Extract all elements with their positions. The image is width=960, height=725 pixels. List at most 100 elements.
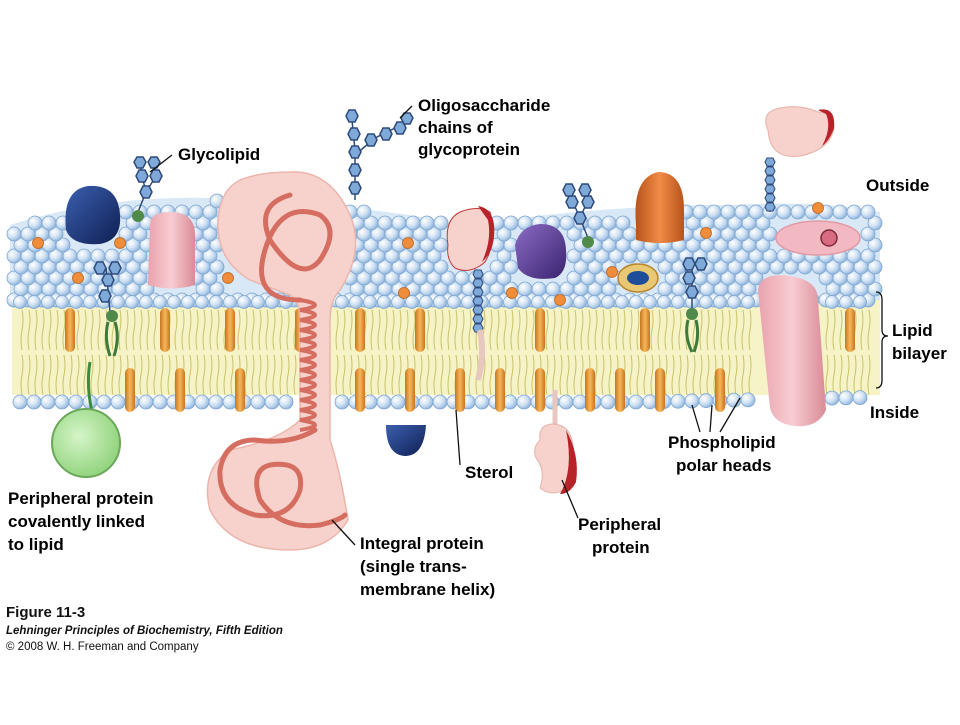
tail	[286, 354, 290, 396]
tail	[426, 309, 430, 351]
figure-number: Figure 11-3	[6, 604, 86, 621]
polar-head	[96, 394, 112, 410]
tail	[601, 354, 605, 396]
polar-head	[419, 295, 433, 309]
polar-head	[706, 204, 722, 220]
tail	[174, 309, 178, 351]
copyright: © 2008 W. H. Freeman and Company	[6, 641, 199, 653]
integral-loop-top	[259, 192, 333, 303]
sterol	[715, 368, 725, 412]
tail	[664, 354, 668, 396]
tail	[293, 354, 297, 396]
tail	[90, 309, 94, 351]
polar-head	[54, 394, 70, 410]
label-peripheral-protein: Peripheral protein	[8, 489, 153, 508]
polar-head	[356, 204, 372, 220]
sugar	[764, 184, 776, 194]
tail	[839, 309, 843, 351]
tail	[209, 309, 213, 351]
polar-head	[132, 248, 148, 264]
tail	[860, 309, 864, 351]
polar-head	[132, 270, 148, 286]
glycolipid-right-sugars	[682, 257, 708, 310]
polar-head	[222, 394, 238, 410]
polar-head	[454, 270, 470, 286]
glycolipid-right-head	[686, 308, 698, 320]
polar-head	[502, 394, 518, 410]
tail	[825, 309, 829, 351]
tail	[608, 354, 612, 396]
polar-head	[125, 295, 139, 309]
sugar	[764, 166, 776, 176]
polar-head	[432, 394, 448, 410]
polar-head	[531, 281, 547, 297]
polar-head	[76, 248, 92, 264]
polar-head	[139, 295, 153, 309]
tail	[678, 354, 682, 396]
tail	[524, 309, 528, 351]
tail	[62, 354, 66, 396]
tail	[482, 354, 486, 396]
glycan-chain-right	[764, 157, 776, 212]
integral-protein-body	[206, 171, 357, 551]
polar-head	[202, 248, 218, 264]
polar-head	[832, 204, 848, 220]
pink-protein-top-right	[765, 106, 835, 157]
polar-head	[776, 248, 792, 264]
polar-head	[755, 237, 771, 253]
sugar	[472, 269, 484, 279]
sugar	[472, 314, 484, 324]
polar-head	[223, 295, 237, 309]
polar-head	[698, 393, 714, 409]
tail	[741, 354, 745, 396]
tail	[517, 354, 521, 396]
tail	[111, 354, 115, 396]
tail	[41, 354, 45, 396]
tail	[398, 354, 402, 396]
polar-head	[748, 270, 764, 286]
tail	[636, 309, 640, 351]
tail	[433, 354, 437, 396]
tail	[83, 309, 87, 351]
polar-head	[209, 259, 225, 275]
leader-lines	[149, 105, 889, 546]
polar-head	[335, 295, 349, 309]
tail	[524, 354, 528, 396]
tail	[132, 309, 136, 351]
tail	[97, 354, 101, 396]
tail	[853, 354, 857, 396]
sugar	[764, 193, 776, 203]
polar-head	[517, 281, 533, 297]
tail	[188, 354, 192, 396]
polar-head	[418, 394, 434, 410]
sterol	[495, 368, 505, 412]
polar-head	[83, 295, 97, 309]
tail	[377, 354, 381, 396]
label-bilayer: bilayer	[892, 344, 947, 363]
label-single-trans: (single trans-	[360, 557, 467, 576]
tail	[349, 309, 353, 351]
polar-head	[615, 295, 629, 309]
sugar	[472, 278, 484, 288]
polar-head	[419, 215, 435, 231]
tail	[545, 309, 549, 351]
tail	[370, 309, 374, 351]
sterol-head	[32, 237, 44, 249]
tail	[566, 309, 570, 351]
center-anchor	[475, 329, 486, 381]
tail	[209, 354, 213, 396]
tail	[734, 309, 738, 351]
sugar	[764, 157, 776, 167]
sterol-head	[402, 237, 414, 249]
sugar	[764, 202, 776, 212]
tail	[552, 354, 556, 396]
polar-head	[55, 237, 71, 253]
tail	[461, 309, 465, 351]
label-protein: protein	[592, 538, 650, 557]
tail	[34, 354, 38, 396]
tail	[216, 309, 220, 351]
tail	[391, 309, 395, 351]
label-lipid: Lipid	[892, 321, 933, 340]
tail	[447, 354, 451, 396]
glycolipid-sugar-chain	[133, 156, 163, 213]
